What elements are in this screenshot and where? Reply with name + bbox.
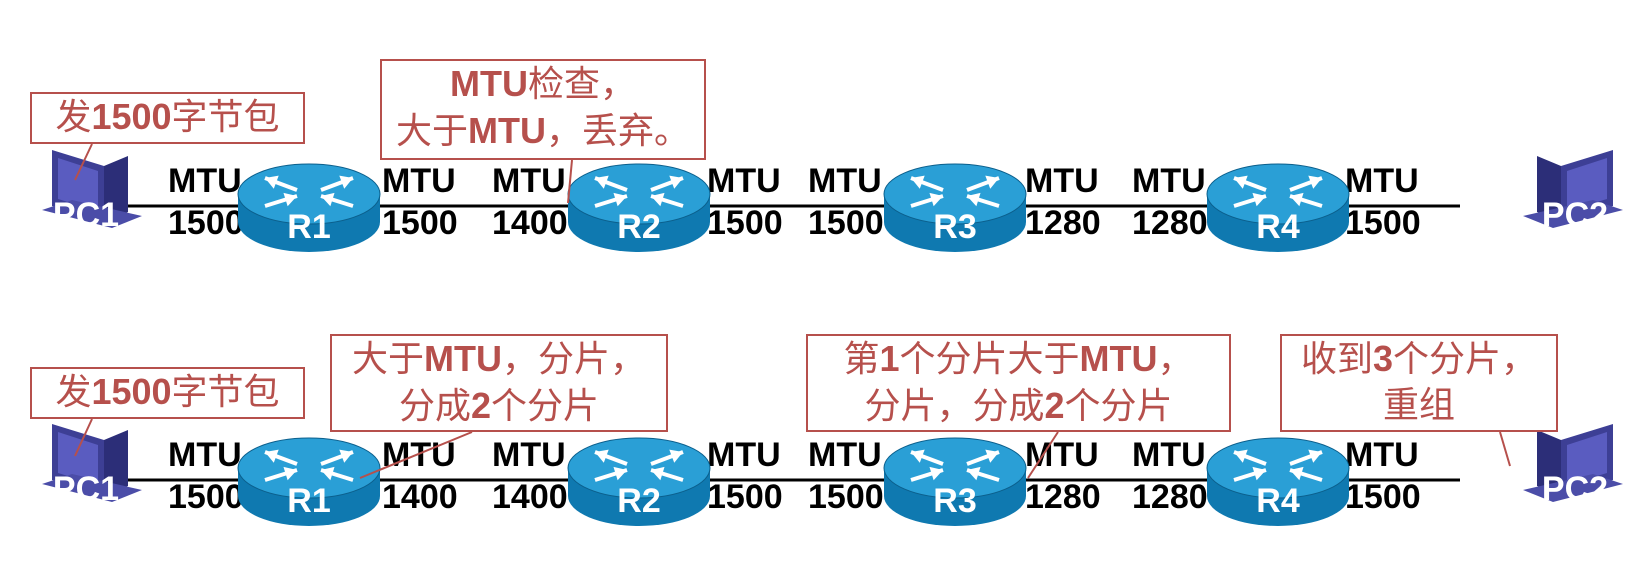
router-label: R2 (617, 482, 660, 520)
callout-line: 第1个分片大于MTU， (843, 338, 1194, 380)
mtu-value: 1400 (382, 478, 458, 516)
router-r1: R1 (237, 437, 381, 526)
router-r1: R1 (237, 163, 381, 252)
mtu-value: 1500 (707, 204, 783, 242)
callout-line: 分片，分成2个分片 (864, 385, 1173, 427)
mtu-label: MTU (1132, 436, 1206, 474)
callout-line: MTU检查， (450, 63, 636, 105)
callout-send-1500-row1: 发1500字节包 (30, 92, 305, 144)
callout-pointer (74, 418, 93, 457)
mtu-value: 1280 (1025, 204, 1101, 242)
mtu-value: 1400 (492, 478, 568, 516)
router-r4: R4 (1206, 437, 1350, 526)
callout-pointer (359, 431, 473, 479)
mtu-value: 1500 (808, 204, 884, 242)
callout-line: 重组 (1382, 385, 1455, 426)
mtu-label: MTU (492, 162, 566, 200)
callout-r1-fragment: 大于MTU，分片， 分成2个分片 (330, 334, 668, 432)
mtu-label: MTU (382, 436, 456, 474)
mtu-value: 1500 (382, 204, 458, 242)
mtu-value: 1500 (1345, 204, 1421, 242)
callout-pointer (74, 143, 93, 181)
mtu-value: 1280 (1025, 478, 1101, 516)
router-arrows-icon (1233, 449, 1323, 482)
mtu-value: 1500 (168, 204, 244, 242)
mtu-label: MTU (808, 162, 882, 200)
mtu-label: MTU (1025, 162, 1099, 200)
mtu-label: MTU (168, 436, 242, 474)
router-r3: R3 (883, 163, 1027, 252)
mtu-label: MTU (808, 436, 882, 474)
router-arrows-icon (910, 175, 1000, 208)
router-r2: R2 (567, 163, 711, 252)
mtu-label: MTU (168, 162, 242, 200)
router-r3: R3 (883, 437, 1027, 526)
router-label: R1 (287, 482, 330, 520)
router-label: R1 (287, 208, 330, 246)
pc-right-icon: PC2 (1523, 150, 1623, 234)
mtu-value: 1500 (168, 478, 244, 516)
mtu-value: 1280 (1132, 478, 1208, 516)
mtu-label: MTU (492, 436, 566, 474)
router-label: R2 (617, 208, 660, 246)
router-r4: R4 (1206, 163, 1350, 252)
mtu-label: MTU (382, 162, 456, 200)
pc-label: PC2 (1542, 196, 1608, 234)
callout-line: 发1500字节包 (55, 96, 280, 138)
router-arrows-icon (594, 449, 684, 482)
pc-label: PC1 (53, 470, 119, 508)
callout-line: 发1500字节包 (55, 371, 280, 413)
router-arrows-icon (264, 175, 354, 208)
mtu-label: MTU (1025, 436, 1099, 474)
callout-send-1500-row2: 发1500字节包 (30, 367, 305, 419)
callout-mtu-check-discard: MTU检查， 大于MTU，丢弃。 (380, 59, 706, 160)
callout-line: 分成2个分片 (398, 385, 600, 427)
callout-pointer (1027, 431, 1059, 479)
mtu-label: MTU (1345, 162, 1419, 200)
mtu-value: 1500 (707, 478, 783, 516)
mtu-label: MTU (707, 436, 781, 474)
router-r2: R2 (567, 437, 711, 526)
router-label: R3 (933, 208, 976, 246)
callout-pointer (1499, 431, 1511, 467)
pc-label: PC2 (1542, 470, 1608, 508)
mtu-label: MTU (707, 162, 781, 200)
pc-left-icon: PC1 (42, 424, 142, 508)
callout-pc2-reassemble: 收到3个分片， 重组 (1280, 334, 1558, 432)
router-label: R4 (1256, 208, 1300, 246)
pc-right-icon: PC2 (1523, 424, 1623, 508)
router-arrows-icon (264, 449, 354, 482)
router-arrows-icon (910, 449, 1000, 482)
mtu-value: 1400 (492, 204, 568, 242)
router-label: R3 (933, 482, 976, 520)
pc-label: PC1 (53, 196, 119, 234)
callout-r3-fragment: 第1个分片大于MTU， 分片，分成2个分片 (806, 334, 1231, 432)
mtu-value: 1500 (808, 478, 884, 516)
router-arrows-icon (594, 175, 684, 208)
router-arrows-icon (1233, 175, 1323, 208)
pc-left-icon: PC1 (42, 150, 142, 234)
callout-line: 大于MTU，分片， (351, 338, 646, 380)
mtu-label: MTU (1345, 436, 1419, 474)
mtu-value: 1280 (1132, 204, 1208, 242)
mtu-label: MTU (1132, 162, 1206, 200)
callout-line: 大于MTU，丢弃。 (395, 110, 690, 152)
mtu-value: 1500 (1345, 478, 1421, 516)
router-label: R4 (1256, 482, 1300, 520)
callout-pointer (567, 159, 573, 204)
callout-line: 收到3个分片， (1300, 338, 1538, 380)
